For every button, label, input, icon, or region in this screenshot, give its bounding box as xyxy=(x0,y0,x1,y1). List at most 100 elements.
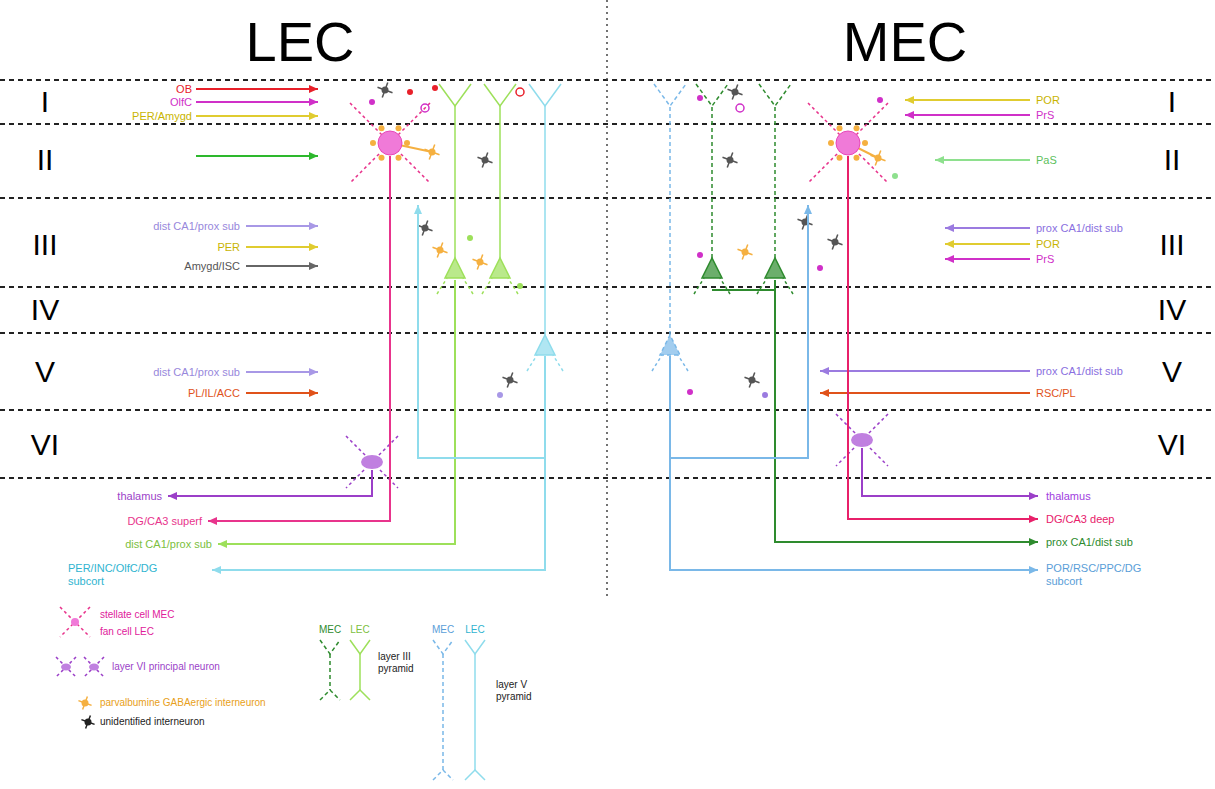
output-label: prox CA1/dist sub xyxy=(1046,536,1133,549)
interneuron-soma xyxy=(875,155,882,162)
synapse-dot xyxy=(421,104,429,112)
region-heading: MEC xyxy=(843,10,967,74)
pyramid-soma xyxy=(702,258,722,278)
legend-text: parvalbumine GABAergic interneuron xyxy=(100,697,266,709)
input-arrow xyxy=(196,88,318,90)
synapse-dot xyxy=(877,97,883,103)
input-arrow xyxy=(196,101,318,103)
synapse-dot xyxy=(837,155,843,161)
layer-boundary xyxy=(0,332,1215,334)
output-arrow xyxy=(208,156,390,521)
arrow-head xyxy=(1029,566,1038,574)
interneuron-soma xyxy=(732,89,739,96)
synapse-dot xyxy=(497,392,503,398)
synapse-dot xyxy=(517,283,523,289)
basal-dendrite xyxy=(553,355,563,371)
legend-region: MEC xyxy=(319,624,341,636)
arrow-head xyxy=(935,156,944,164)
interneuron-soma xyxy=(422,225,429,232)
basal-dendrite xyxy=(783,278,793,294)
apical-tuft xyxy=(696,84,728,106)
layer-boundary xyxy=(0,286,1215,288)
input-arrow xyxy=(820,392,1030,394)
arrow-head xyxy=(945,255,954,263)
legend-pyramid xyxy=(320,640,340,654)
interneuron-soma xyxy=(429,149,436,156)
input-label: OlfC xyxy=(170,96,192,109)
arrow-head xyxy=(168,492,177,500)
pyramid-soma xyxy=(765,258,785,278)
basal-dendrite xyxy=(757,278,767,294)
input-label: dist CA1/prox sub xyxy=(153,220,240,233)
interneuron-soma xyxy=(85,719,92,726)
layer-numeral: V xyxy=(35,355,55,390)
input-arrow xyxy=(246,392,318,394)
synapse-dot xyxy=(854,125,860,131)
apical-tuft xyxy=(484,84,516,106)
basal-dendrite xyxy=(652,355,662,371)
synapse-dot xyxy=(697,252,703,258)
input-label: dist CA1/prox sub xyxy=(153,366,240,379)
output-arrow xyxy=(775,280,1038,542)
arrow-head xyxy=(309,368,318,376)
output-arrow xyxy=(848,156,1038,519)
layer-numeral: V xyxy=(1162,355,1182,390)
interneuron-soma xyxy=(742,249,749,256)
input-label: Amygd/ISC xyxy=(184,260,240,273)
input-arrow xyxy=(945,227,1030,229)
legend-region: LEC xyxy=(465,624,484,636)
input-arrow xyxy=(905,114,1030,116)
interneuron-soma xyxy=(82,700,89,707)
layer-numeral: IV xyxy=(31,293,59,328)
output-label: dist CA1/prox sub xyxy=(125,538,212,551)
output-label: DG/CA3 deep xyxy=(1046,513,1114,526)
input-arrow xyxy=(945,243,1030,245)
layer-numeral: I xyxy=(41,85,49,120)
legend-text: layer V pyramid xyxy=(496,679,546,702)
output-arrow xyxy=(168,470,372,496)
basal-dendrite xyxy=(482,278,492,294)
output-label: thalamus xyxy=(1046,490,1091,503)
legend-pyramid xyxy=(350,690,370,700)
synapse-dot xyxy=(837,125,843,131)
layer-boundary xyxy=(0,477,1215,479)
input-arrow xyxy=(945,258,1030,260)
synapse-dot xyxy=(828,140,834,146)
arrow-head xyxy=(309,389,318,397)
input-arrow xyxy=(246,246,318,248)
apical-dendrite xyxy=(774,106,776,258)
layer-numeral: VI xyxy=(31,428,59,463)
arrow-head xyxy=(309,98,318,106)
legend-pyramid xyxy=(474,654,476,770)
arrow-head xyxy=(309,152,318,160)
synapse-dot xyxy=(404,140,410,146)
pyramid-soma xyxy=(490,258,510,278)
legend-pyramid xyxy=(329,654,331,690)
apical-tuft xyxy=(439,84,471,106)
legend-text: layer III pyramid xyxy=(378,651,433,674)
legend-pyramid xyxy=(442,654,444,770)
dendrite-line xyxy=(60,607,90,637)
feedback-axon xyxy=(418,205,545,458)
output-label: PER/INC/OlfC/DG subcort xyxy=(68,562,178,587)
legend-text: fan cell LEC xyxy=(100,626,154,638)
legend-text: stellate cell MEC xyxy=(100,609,174,621)
input-label: PrS xyxy=(1036,253,1054,266)
arrow-head xyxy=(309,243,318,251)
synapse-dot xyxy=(854,155,860,161)
interneuron-soma xyxy=(749,377,756,384)
synapse-dot xyxy=(736,104,744,112)
layer-numeral: III xyxy=(1159,228,1184,263)
layer-numeral: II xyxy=(1164,143,1181,178)
arrow-head xyxy=(820,389,829,397)
legend-pyramid xyxy=(433,770,453,780)
arrow-head xyxy=(1029,492,1038,500)
layer-numeral: I xyxy=(1168,85,1176,120)
fan-cell-soma xyxy=(378,131,402,155)
input-arrow xyxy=(196,115,318,117)
interneuron-soma xyxy=(477,259,484,266)
dendrite-line xyxy=(60,607,90,637)
output-arrow xyxy=(218,280,455,544)
input-arrow xyxy=(246,265,318,267)
output-arrow xyxy=(670,356,1038,570)
